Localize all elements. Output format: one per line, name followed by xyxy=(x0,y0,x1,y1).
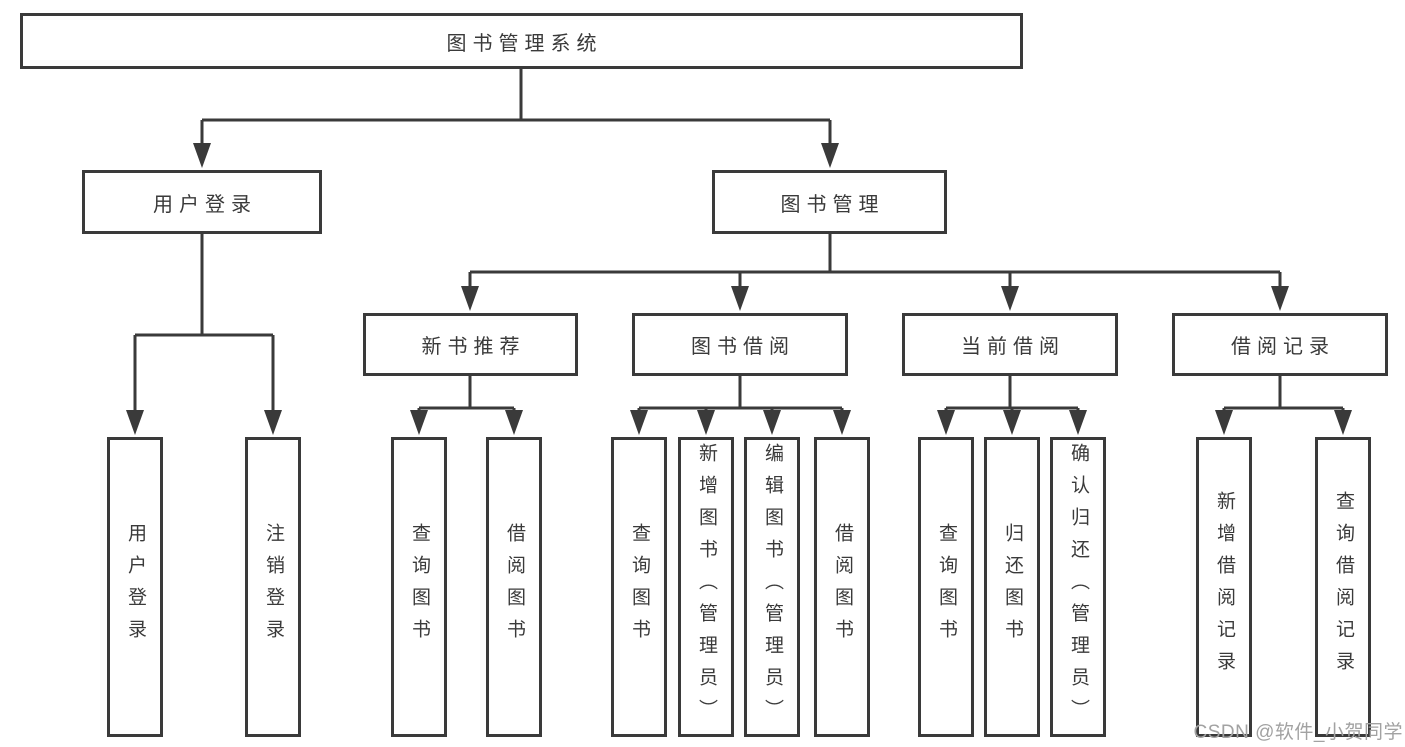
leaf-current-confirm-return-admin: 确认归还（管理员） xyxy=(1050,437,1106,737)
node-book-management: 图书管理 xyxy=(712,170,947,234)
leaf-newrec-borrow-books: 借阅图书 xyxy=(486,437,542,737)
leaf-borrow-borrow-books: 借阅图书 xyxy=(814,437,870,737)
leaf-logout: 注销登录 xyxy=(245,437,301,737)
leaf-current-return-books: 归还图书 xyxy=(984,437,1040,737)
leaf-newrec-query-books: 查询图书 xyxy=(391,437,447,737)
leaf-records-add-record: 新增借阅记录 xyxy=(1196,437,1252,737)
node-new-book-recommend: 新书推荐 xyxy=(363,313,578,376)
node-book-management-system: 图书管理系统 xyxy=(20,13,1023,69)
leaf-borrow-edit-books-admin: 编辑图书（管理员） xyxy=(744,437,800,737)
csdn-watermark: CSDN @软件_小贺同学 xyxy=(1193,722,1403,743)
node-book-borrowing: 图书借阅 xyxy=(632,313,848,376)
leaf-current-query-books: 查询图书 xyxy=(918,437,974,737)
leaf-borrow-query-books: 查询图书 xyxy=(611,437,667,737)
node-current-borrowing: 当前借阅 xyxy=(902,313,1118,376)
node-user-login: 用户登录 xyxy=(82,170,322,234)
leaf-records-query-record: 查询借阅记录 xyxy=(1315,437,1371,737)
node-borrowing-records: 借阅记录 xyxy=(1172,313,1388,376)
leaf-borrow-add-books-admin: 新增图书（管理员） xyxy=(678,437,734,737)
leaf-user-login: 用户登录 xyxy=(107,437,163,737)
